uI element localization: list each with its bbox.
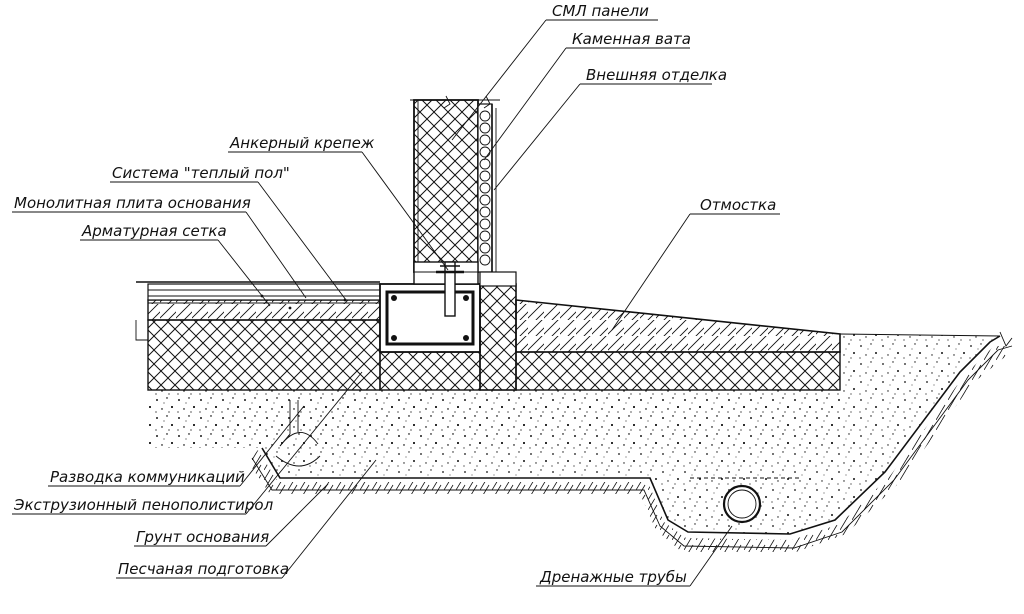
labels: СМЛ панели Каменная вата Внешняя отделка… [13, 2, 776, 586]
label-drain-pipes: Дренажные трубы [539, 568, 687, 586]
label-exterior-finish: Внешняя отделка [586, 66, 727, 84]
label-sml-panels: СМЛ панели [552, 2, 649, 20]
foundation-beam [379, 283, 517, 391]
label-warm-floor: Система "теплый пол" [112, 164, 290, 182]
base-soil-hatch [248, 331, 1013, 552]
label-stone-wool: Каменная вата [572, 30, 691, 48]
stone-wool-circles [479, 110, 491, 266]
drain-pipe [690, 477, 800, 524]
label-base-soil: Грунт основания [136, 528, 269, 546]
utilities-pipe [275, 400, 321, 467]
blind-area-slab [515, 299, 841, 353]
label-xps: Экструзионный пенополистирол [13, 496, 274, 514]
leader-lines [12, 19, 780, 587]
label-sand-bed: Песчаная подготовка [118, 560, 289, 578]
label-rebar-mesh: Арматурная сетка [81, 222, 227, 240]
sand-bed-under-slab [148, 390, 840, 448]
anchor-bolt [436, 261, 464, 317]
label-monolithic-slab: Монолитная плита основания [14, 194, 251, 212]
label-anchor-fastening: Анкерный крепеж [229, 134, 375, 152]
label-utilities: Разводка коммуникаций [50, 468, 245, 486]
beam-rebars [391, 295, 469, 341]
label-blind-area: Отмостка [700, 196, 776, 214]
wall-assembly [410, 95, 517, 287]
